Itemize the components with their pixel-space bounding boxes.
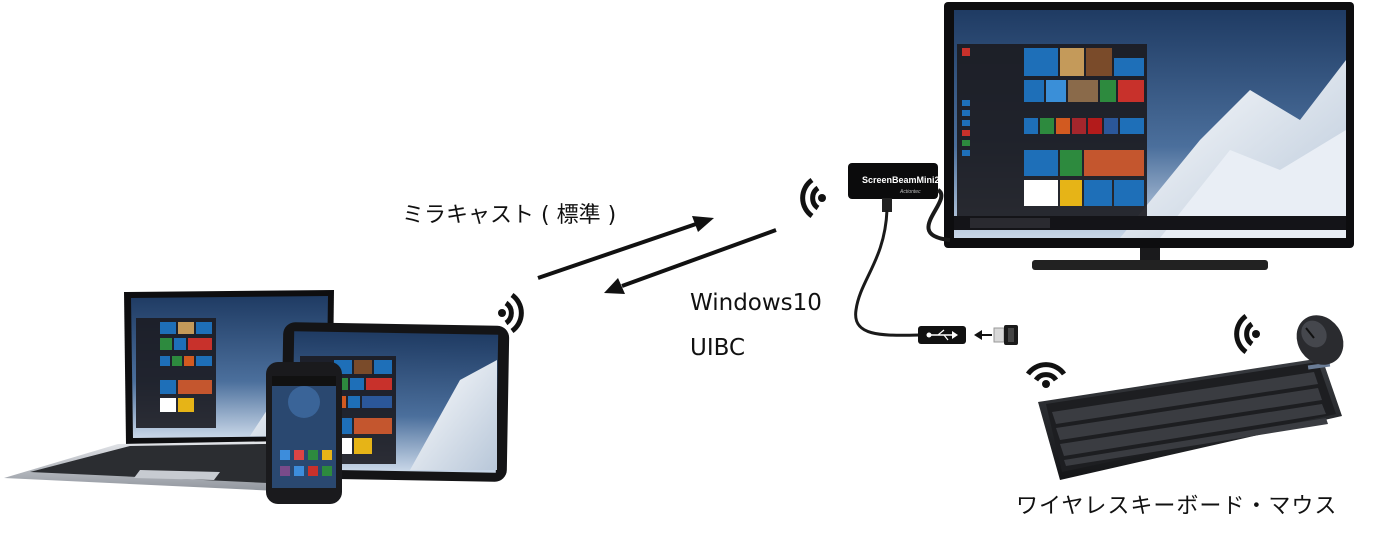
wifi-signal-icon bbox=[1234, 313, 1260, 355]
usb-dongle-icon bbox=[993, 325, 1018, 345]
uibc-label: UIBC bbox=[690, 335, 746, 361]
arrow-right-icon bbox=[537, 216, 714, 280]
windows10-label: Windows10 bbox=[690, 290, 822, 316]
keyboard-mouse-label: ワイヤレスキーボード・マウス bbox=[1016, 494, 1338, 519]
hdmi-cable bbox=[926, 188, 951, 242]
tv-start-menu bbox=[957, 44, 1147, 216]
wireless-keyboard bbox=[1038, 358, 1342, 480]
keyboard-keys bbox=[1052, 372, 1328, 466]
wifi-signal-icon bbox=[498, 292, 524, 334]
usb-icon bbox=[926, 329, 958, 341]
smartphone-device bbox=[266, 362, 342, 504]
wireless-mouse bbox=[1296, 315, 1344, 365]
wifi-signal-icon bbox=[1025, 362, 1067, 388]
wifi-signal-icon bbox=[800, 177, 826, 219]
usb-cable bbox=[854, 209, 921, 337]
screenbeam-receiver: ScreenBeamMini2 Actiontec bbox=[848, 163, 940, 212]
tv-monitor bbox=[944, 2, 1354, 270]
miracast-label: ミラキャスト ( 標準 ) bbox=[402, 203, 617, 228]
screenbeam-brand: ScreenBeamMini2 bbox=[862, 175, 940, 185]
arrow-left-icon bbox=[604, 228, 777, 294]
usb-connector bbox=[918, 326, 966, 344]
screenbeam-subtitle: Actiontec bbox=[899, 189, 921, 195]
arrow-left-icon bbox=[974, 330, 992, 340]
